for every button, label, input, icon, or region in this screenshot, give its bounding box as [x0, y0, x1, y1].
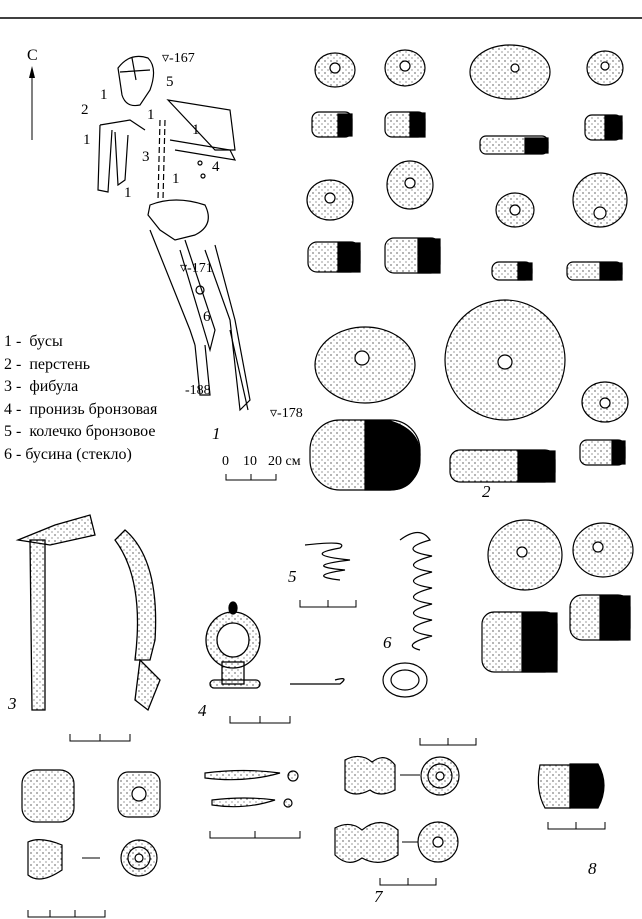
marker: 5 [166, 74, 174, 90]
bottom-beads [21, 755, 605, 880]
spring-drawings [304, 531, 433, 698]
marker: 1 [100, 87, 108, 103]
legend-item: 4 - пронизь бронзовая [4, 400, 158, 418]
scale-tick: 10 [243, 454, 257, 469]
elevation-label: ▿-167 [162, 51, 195, 66]
panel-label: 3 [8, 694, 17, 713]
elevation-label: -188 [185, 383, 211, 398]
legend-item: 6 - бусина (стекло) [4, 445, 132, 463]
marker: 4 [212, 159, 220, 175]
panel-label: 2 [482, 482, 491, 501]
legend-item: 3 - фибула [4, 378, 79, 395]
panel-label: 7 [374, 887, 383, 906]
north-label: С [27, 47, 38, 64]
marker: 3 [142, 149, 150, 165]
legend-item: 5 - колечко бронзовое [4, 423, 156, 440]
marker: 1 [83, 132, 91, 148]
legend: 1 - бусы 2 - перстень 3 - фибула 4 - про… [4, 331, 157, 466]
marker: 1 [172, 171, 180, 187]
legend-item: 1 - бусы [4, 333, 63, 350]
marker: 2 [81, 102, 89, 118]
north-arrow-icon [29, 66, 35, 140]
panel-label: 1 [212, 424, 221, 443]
elevation-label: ▿-178 [270, 406, 303, 421]
panel-label: 4 [198, 701, 207, 720]
panel-label: 5 [288, 567, 297, 586]
scale-tick: 0 [222, 454, 229, 469]
panel-label: 8 [588, 859, 597, 878]
panel-label: 6 [383, 633, 392, 652]
marker: 1 [147, 107, 155, 123]
scale-bars [27, 600, 606, 918]
legend-item: 2 - перстень [4, 355, 91, 373]
scale-bar-main [225, 474, 277, 481]
fibula-drawing [15, 514, 161, 712]
marker: 1 [192, 122, 200, 138]
bronze-ring-drawing [205, 601, 345, 689]
skeleton-drawing [97, 55, 251, 412]
beads-panel-2 [306, 44, 634, 673]
marker: 6 [203, 309, 211, 325]
marker: 1 [124, 185, 132, 201]
elevation-label: ▿-171 [180, 261, 213, 276]
scale-tick: 20 см [268, 454, 301, 469]
